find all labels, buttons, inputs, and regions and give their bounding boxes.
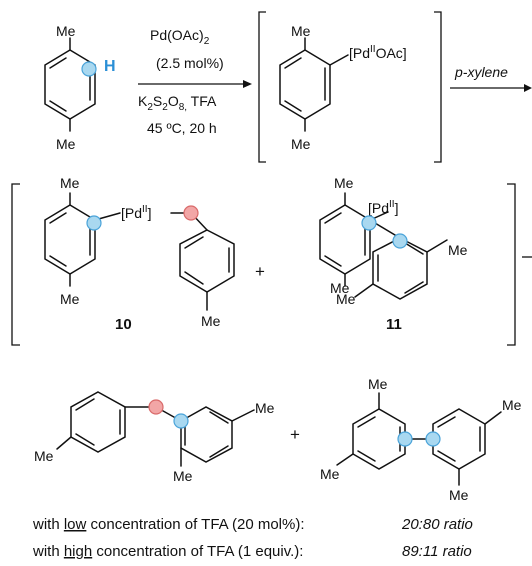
me-bottom-label: Me — [336, 291, 356, 307]
blue-aryl-dot-2 — [392, 233, 408, 249]
oxidant-label: K2S2O8, TFA — [138, 93, 217, 113]
result-line-low: with low concentration of TFA (20 mol%): — [32, 516, 305, 533]
catalyst-label: Pd(OAc)2 — [150, 27, 210, 47]
intermediate-10: Me Me [PdII] Me 10 — [44, 175, 235, 333]
ratio-high: 89:11 ratio — [402, 543, 472, 560]
blue-dot-1 — [397, 431, 413, 447]
blue-dot — [173, 413, 189, 429]
plus-sign: + — [255, 262, 265, 281]
pd-label: [PdII] — [121, 204, 151, 221]
me-top-label: Me — [60, 175, 80, 191]
me-left-label: Me — [34, 448, 54, 464]
me-top-right-label: Me — [502, 397, 522, 413]
bracket-right-1 — [434, 11, 442, 163]
bracket-left-2 — [11, 183, 20, 346]
red-aryl-dot — [183, 205, 199, 221]
product-biaryl: Me Me Me Me — [320, 376, 522, 503]
me-top-left-label: Me — [368, 376, 388, 392]
h-label: H — [104, 58, 116, 75]
pd-oac-label: [PdIIOAc] — [349, 44, 407, 61]
result-line-high: with high concentration of TFA (1 equiv.… — [32, 543, 303, 560]
p-xylene-step: p-xylene — [450, 64, 532, 92]
me-right-label: Me — [255, 400, 275, 416]
ring — [44, 49, 96, 120]
bracket-left-1 — [258, 11, 266, 163]
me-right-label: Me — [448, 242, 468, 258]
product-diaryl-methane: Me Me Me — [34, 391, 275, 484]
blue-dot-2 — [425, 431, 441, 447]
me-top-label: Me — [334, 175, 354, 191]
plus-sign: + — [290, 425, 300, 444]
substrate-p-xylene: Me Me H — [44, 23, 116, 152]
blue-aryl-dot — [86, 215, 102, 231]
me-ortho-label: Me — [330, 280, 350, 296]
blue-aryl-dot-1 — [361, 215, 377, 231]
intermediate-11: Me Me [PdII] Me Me 11 — [319, 175, 468, 333]
ch-site-dot — [81, 61, 97, 77]
me-top-label: Me — [56, 23, 76, 39]
ratio-low: 20:80 ratio — [401, 516, 473, 533]
arrowhead-1 — [243, 80, 252, 88]
temp-time-label: 45 ºC, 20 h — [147, 120, 217, 136]
reaction-conditions: Pd(OAc)2 (2.5 mol%) K2S2O8, TFA 45 ºC, 2… — [138, 27, 252, 136]
me-bottom-left-label: Me — [320, 466, 340, 482]
pd-label: [PdII] — [368, 199, 398, 216]
reagent-label: p-xylene — [454, 64, 508, 80]
me-bottom-label: Me — [291, 136, 311, 152]
me-bottom-label: Me — [56, 136, 76, 152]
loading-label: (2.5 mol%) — [156, 55, 224, 71]
me-para-label: Me — [201, 313, 221, 329]
bracket-right-2 — [507, 183, 516, 346]
me-top-label: Me — [291, 23, 311, 39]
me-bottom-label: Me — [60, 291, 80, 307]
arrowhead-2 — [524, 84, 532, 92]
intermediate-pd-oac: Me Me [PdIIOAc] — [258, 11, 442, 163]
results: with low concentration of TFA (20 mol%):… — [32, 516, 473, 560]
me-ortho-label: Me — [173, 468, 193, 484]
me-bottom-right-label: Me — [449, 487, 469, 503]
compound-label-10: 10 — [115, 316, 132, 333]
compound-label-11: 11 — [386, 316, 402, 333]
red-dot — [148, 399, 164, 415]
